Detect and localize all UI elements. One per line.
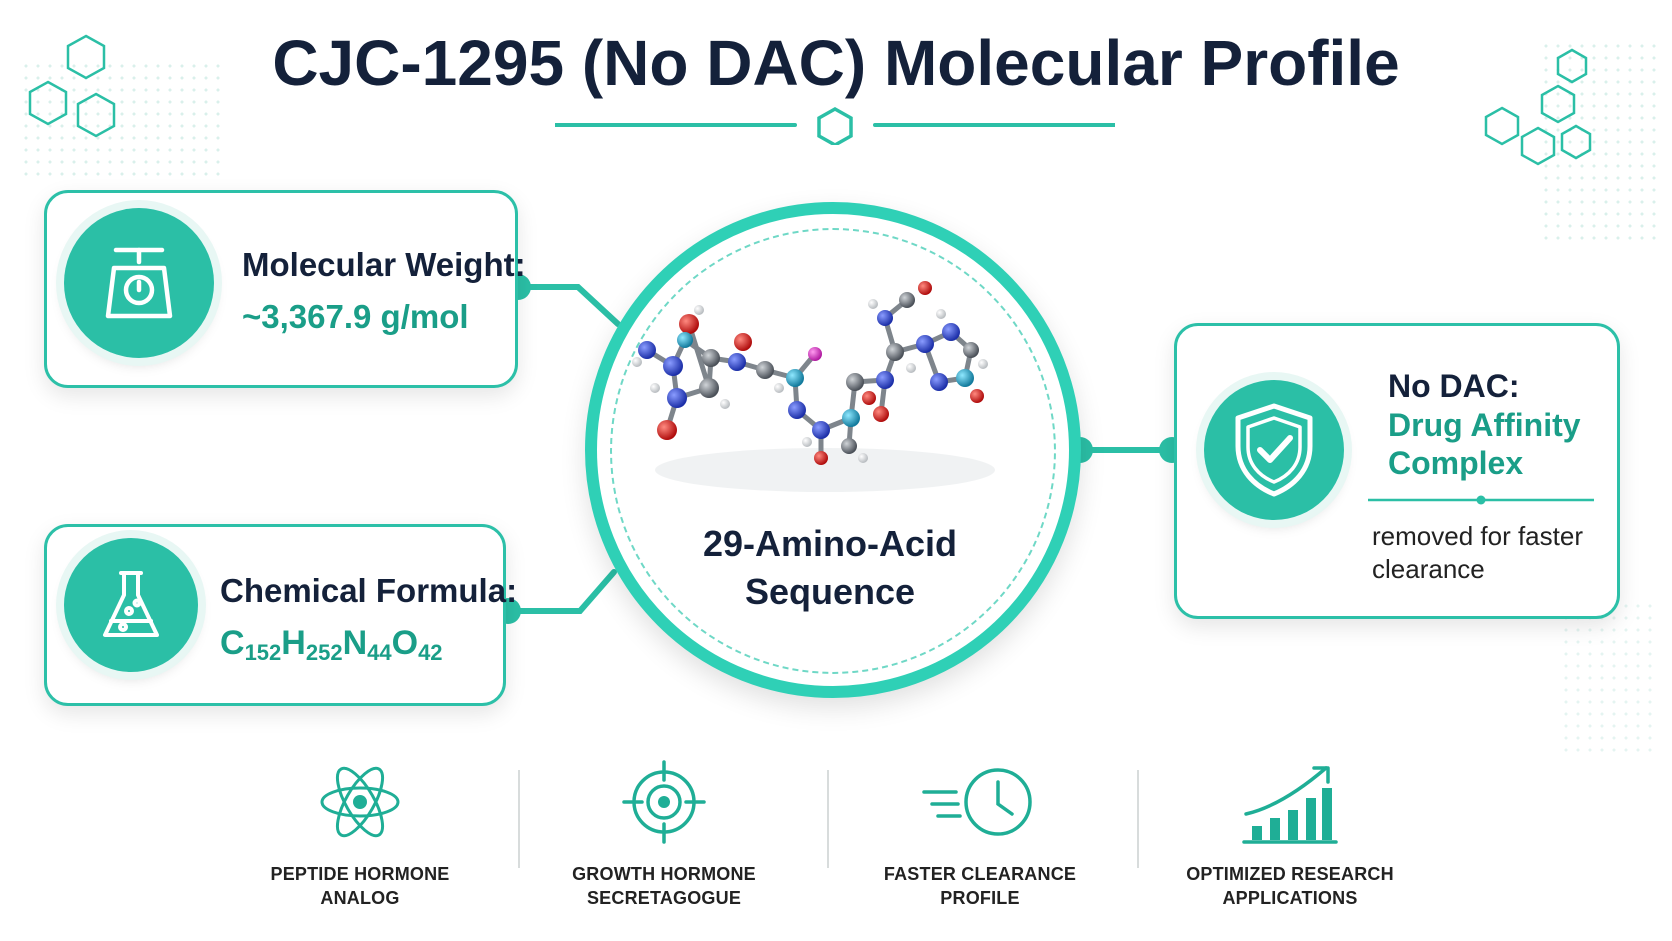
formula-count-o: 42	[418, 640, 443, 665]
no-dac-subtitle: Drug Affinity Complex	[1388, 406, 1608, 482]
molecular-weight-icon-badge	[64, 208, 214, 358]
feature-peptide-line-2: ANALOG	[320, 888, 400, 908]
center-line-2: Sequence	[744, 571, 916, 612]
no-dac-note-line-1: removed for faster	[1372, 521, 1583, 551]
dot-pattern-top-right	[1540, 40, 1660, 240]
no-dac-note-line-2: clearance	[1372, 554, 1485, 584]
no-dac-note: removed for faster clearance	[1372, 520, 1612, 586]
feature-growth-line-1: GROWTH HORMONE	[572, 864, 756, 884]
chemical-formula-label: Chemical Formula:	[220, 572, 518, 609]
feature-growth-hormone: GROWTH HORMONE SECRETAGOGUE	[534, 760, 794, 910]
feature-clearance-line-2: PROFILE	[940, 888, 1020, 908]
fast-clock-icon	[922, 768, 1032, 836]
no-dac-subtitle-line-1: Drug Affinity	[1388, 407, 1581, 443]
feature-clearance-line-1: FASTER CLEARANCE	[883, 864, 1077, 884]
page-title: CJC-1295 (No DAC) Molecular Profile	[272, 27, 1400, 99]
no-dac-icon-badge	[1204, 380, 1344, 520]
target-icon	[622, 760, 706, 844]
no-dac-divider	[1368, 495, 1594, 505]
formula-count-c: 152	[244, 640, 282, 665]
chemical-formula-value: C152H252N44O42	[220, 624, 443, 666]
no-dac-title: No DAC:	[1388, 368, 1520, 404]
feature-research-line-2: APPLICATIONS	[1222, 888, 1358, 908]
feature-growth-line-2: SECRETAGOGUE	[586, 888, 742, 908]
feature-divider-2	[827, 770, 829, 868]
formula-count-n: 44	[367, 640, 392, 665]
molecule-illustration	[632, 281, 995, 492]
hexagon-cluster-right-icon	[1484, 48, 1592, 166]
feature-research-applications: OPTIMIZED RESEARCH APPLICATIONS	[1160, 760, 1420, 910]
title-divider	[555, 106, 1115, 145]
feature-divider-1	[518, 770, 520, 868]
molecular-weight-label: Molecular Weight:	[242, 246, 526, 283]
center-line-1: 29-Amino-Acid	[702, 523, 958, 564]
feature-peptide-hormone: PEPTIDE HORMONE ANALOG	[230, 760, 490, 910]
dot-pattern-bottom-right	[1560, 600, 1660, 760]
formula-count-h: 252	[305, 640, 343, 665]
formula-element-c: C	[220, 624, 245, 662]
feature-research-line-1: OPTIMIZED RESEARCH	[1186, 864, 1394, 884]
chemical-formula-icon-badge	[64, 538, 198, 672]
hexagon-cluster-left-icon	[28, 34, 116, 138]
formula-element-h: H	[281, 624, 306, 662]
scale-icon	[105, 247, 173, 319]
feature-faster-clearance: FASTER CLEARANCE PROFILE	[850, 760, 1110, 910]
atom-icon	[320, 766, 400, 838]
no-dac-subtitle-line-2: Complex	[1388, 445, 1524, 481]
growth-chart-icon	[1242, 766, 1338, 844]
shield-check-icon	[1235, 403, 1313, 497]
flask-icon	[103, 571, 159, 637]
formula-element-o: O	[391, 624, 419, 662]
molecular-weight-value: ~3,367.9 g/mol	[242, 298, 469, 335]
center-sequence-text: 29-Amino-Acid Sequence	[640, 520, 1020, 616]
feature-peptide-line-1: PEPTIDE HORMONE	[270, 864, 450, 884]
feature-divider-3	[1137, 770, 1139, 868]
formula-element-n: N	[342, 624, 368, 662]
center-dashed-ring	[610, 228, 1056, 674]
